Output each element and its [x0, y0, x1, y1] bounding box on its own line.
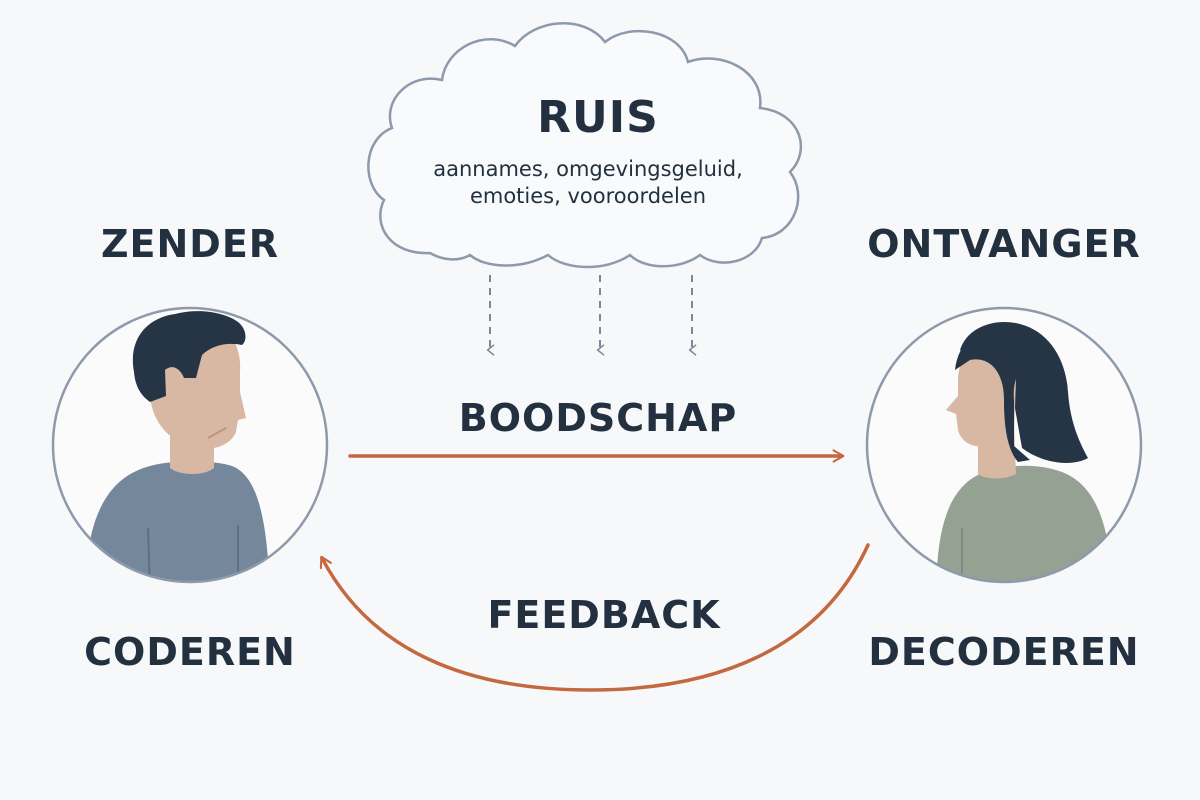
noise-description: aannames, omgevingsgeluid, emoties, voor… — [433, 156, 743, 211]
noise-title: RUIS — [537, 92, 659, 143]
feedback-label: FEEDBACK — [487, 593, 721, 637]
message-label: BOODSCHAP — [458, 396, 738, 440]
feedback-arrow — [319, 543, 870, 692]
receiver-action: DECODEREN — [868, 630, 1140, 674]
noise-line-2: emoties, vooroordelen — [469, 184, 707, 209]
sender-title: ZENDER — [100, 222, 280, 266]
noise-line-1: aannames, omgevingsgeluid, — [433, 157, 743, 181]
noise-cloud — [367, 22, 803, 269]
receiver-avatar — [865, 306, 1143, 584]
sender-action: CODEREN — [84, 630, 296, 674]
receiver-title: ONTVANGER — [867, 222, 1141, 266]
sender-avatar — [51, 306, 329, 584]
